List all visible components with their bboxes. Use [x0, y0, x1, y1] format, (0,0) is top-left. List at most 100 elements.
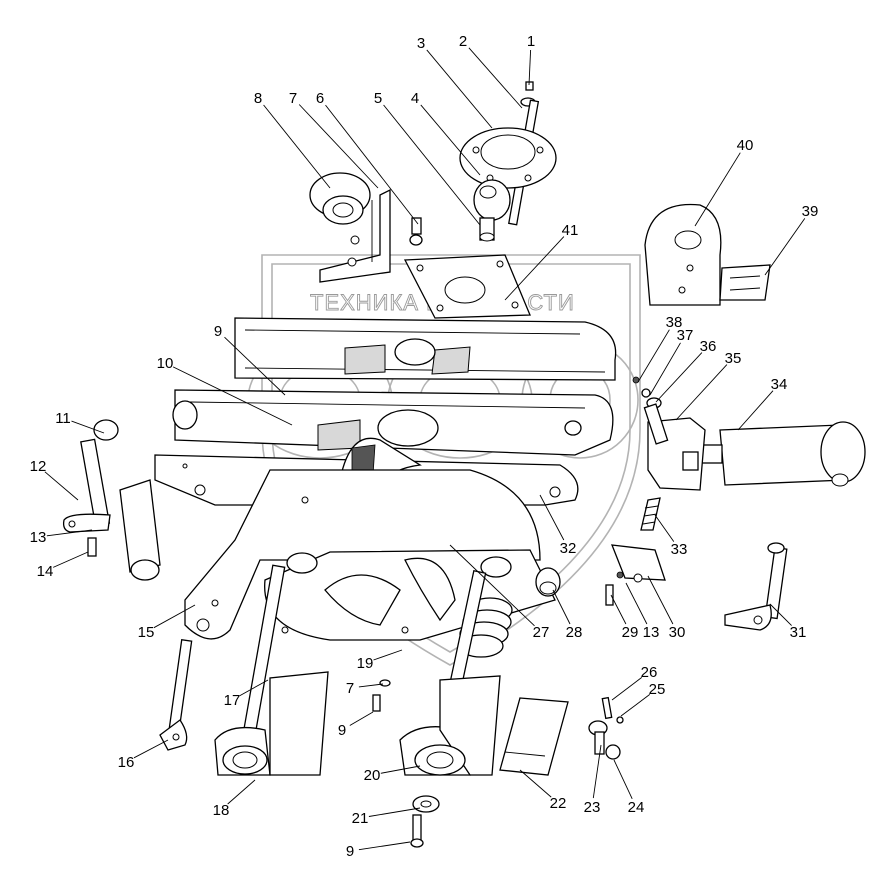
part-plate-22 — [499, 697, 569, 776]
leader-line — [172, 366, 293, 426]
leader-line — [383, 104, 481, 226]
callout-number: 24 — [628, 799, 645, 816]
callout-number: 9 — [214, 323, 222, 340]
leader-line — [654, 514, 675, 542]
callout-number: 4 — [411, 90, 419, 107]
callout-15: 15 — [138, 604, 196, 641]
callout-20: 20 — [364, 765, 421, 784]
callout-6: 6 — [316, 90, 419, 225]
callout-32: 32 — [539, 494, 576, 557]
part-bracket-30 — [610, 544, 666, 583]
callout-number: 1 — [527, 33, 535, 50]
callout-number: 41 — [562, 222, 579, 239]
leader-line — [153, 604, 196, 629]
callout-number: 35 — [725, 350, 742, 367]
leader-line — [637, 329, 670, 383]
callout-36: 36 — [655, 338, 716, 403]
part-bushing-4 — [473, 179, 511, 221]
callout-40: 40 — [694, 137, 754, 227]
part-bolt-29 — [605, 571, 624, 606]
callout-number: 9 — [338, 722, 346, 739]
callout-number: 10 — [157, 355, 174, 372]
leader-line — [420, 104, 481, 176]
leader-line — [694, 152, 741, 227]
callout-1: 1 — [527, 33, 535, 86]
part-housing-18 — [214, 671, 329, 776]
leader-line — [610, 594, 627, 625]
leader-line — [613, 759, 633, 799]
leader-line — [649, 342, 681, 396]
callout-number: 39 — [802, 203, 819, 220]
callout-number: 30 — [669, 624, 686, 641]
leader-line — [373, 649, 403, 661]
leader-line — [227, 779, 256, 805]
callout-number: 40 — [737, 137, 754, 154]
leader-line — [647, 575, 674, 625]
part-shaft-17 — [242, 552, 318, 736]
leader-line — [468, 47, 523, 109]
callout-21: 21 — [352, 807, 421, 827]
leader-line — [358, 683, 384, 688]
part-rod-31 — [724, 542, 788, 631]
part-bracket-7 — [319, 188, 391, 283]
callout-11: 11 — [55, 410, 105, 434]
callout-8: 8 — [254, 90, 331, 189]
part-cylinder-12 — [62, 419, 161, 581]
callout-number: 18 — [213, 802, 230, 819]
callout-10: 10 — [157, 355, 293, 426]
callout-number: 23 — [584, 799, 601, 816]
callout-number: 3 — [417, 35, 425, 52]
leader-line — [611, 677, 643, 701]
callout-number: 31 — [790, 624, 807, 641]
callout-number: 22 — [550, 795, 567, 812]
callout-number: 21 — [352, 810, 369, 827]
callout-number: 7 — [289, 90, 297, 107]
callout-number: 13 — [30, 529, 47, 546]
callout-18: 18 — [213, 779, 256, 819]
callout-number: 11 — [55, 410, 71, 427]
leader-line — [552, 589, 571, 625]
leader-line — [737, 390, 774, 431]
callout-37: 37 — [649, 327, 693, 396]
part-pulley-8 — [309, 172, 371, 225]
callout-14: 14 — [37, 551, 89, 580]
callout-16: 16 — [118, 739, 169, 771]
callout-34: 34 — [737, 376, 788, 431]
callout-3: 3 — [417, 35, 493, 129]
leader-line — [764, 218, 806, 276]
callout-number: 17 — [224, 692, 241, 709]
callout-number: 15 — [138, 624, 155, 641]
callout-9: 9 — [214, 323, 286, 396]
callout-41: 41 — [504, 222, 579, 301]
leader-line — [449, 544, 535, 627]
leader-line — [528, 49, 532, 86]
part-cam-27 — [404, 557, 456, 622]
callout-number: 20 — [364, 767, 381, 784]
callout-number: 34 — [771, 376, 788, 393]
callout-33: 33 — [654, 514, 687, 558]
callout-number: 13 — [643, 624, 660, 641]
callout-number: 14 — [37, 563, 54, 580]
leader-line — [519, 769, 552, 798]
part-nut-24 — [605, 744, 621, 760]
leader-line — [325, 104, 419, 225]
callout-38: 38 — [637, 314, 682, 383]
callout-17: 17 — [224, 679, 269, 709]
part-bolt-6 — [409, 217, 423, 246]
callout-29: 29 — [610, 594, 638, 641]
leader-line — [349, 711, 374, 726]
callout-2: 2 — [459, 33, 523, 109]
part-bushing-5 — [479, 217, 495, 242]
part-pin-36-37-38 — [632, 376, 669, 445]
part-cylinder-34 — [699, 421, 866, 487]
part-spring — [458, 597, 513, 658]
part-rod-16 — [159, 639, 193, 751]
callout-13: 13 — [625, 582, 660, 641]
leader-line — [380, 765, 421, 774]
callout-25: 25 — [620, 681, 665, 717]
callout-number: 12 — [30, 458, 47, 475]
callout-number: 16 — [118, 754, 135, 771]
part-housing-20 — [399, 675, 501, 776]
leader-line — [71, 420, 105, 434]
